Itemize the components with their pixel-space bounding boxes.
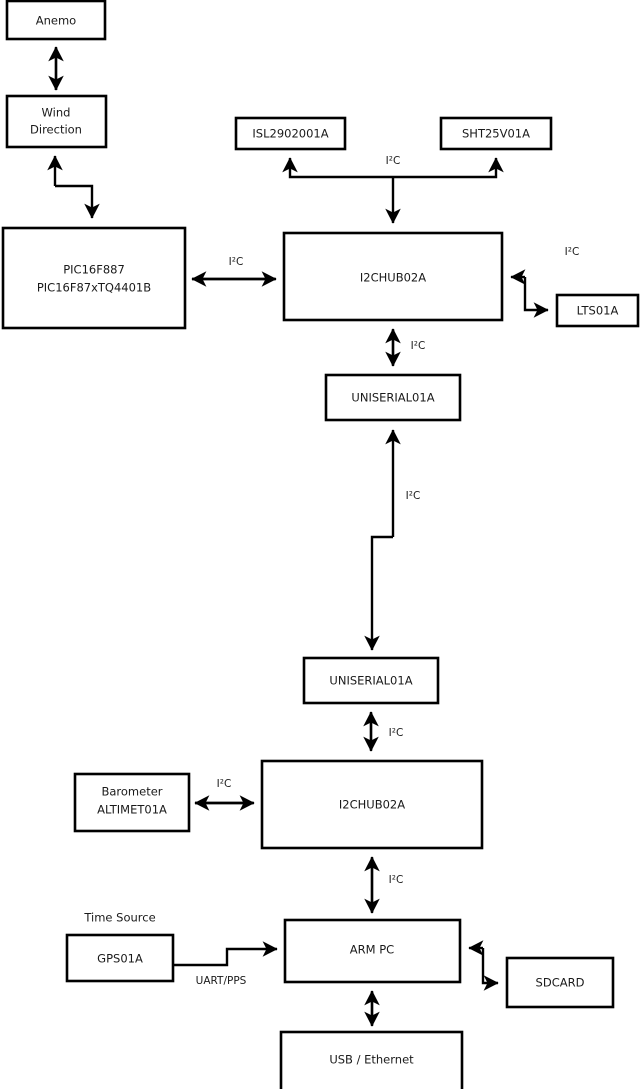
- edge-pic-wind-direction: [47, 155, 100, 219]
- block-i2chub02a-top-box[interactable]: [282, 231, 504, 322]
- block-uniserial01a-top[interactable]: UNISERIAL01A: [324, 373, 462, 422]
- block-lts01a-label: LTS01A: [577, 304, 619, 318]
- block-gps01a[interactable]: GPS01A: [65, 933, 175, 983]
- block-uniserial01a-bottom-label: UNISERIAL01A: [329, 674, 412, 688]
- label-time-source: Time Source: [83, 911, 155, 925]
- block-gps01a-box[interactable]: [65, 933, 175, 983]
- edge-arrow-to-isl: [282, 157, 393, 179]
- block-arm-pc[interactable]: ARM PC: [283, 918, 462, 984]
- edge-label-hub-to-lts: I²C: [565, 246, 580, 258]
- edge-barometer-hub-bottom: I²C: [194, 778, 255, 811]
- block-sdcard-box[interactable]: [505, 956, 615, 1009]
- edge-arrow-to-pic: [55, 184, 100, 219]
- edge-arrow-to-sdcard: [481, 948, 499, 991]
- edge-armpc-sdcard: [468, 940, 499, 991]
- block-wind-direction[interactable]: Wind Direction: [5, 94, 108, 149]
- edge-label-hub-to-armpc: I²C: [389, 874, 404, 886]
- block-usb-ethernet-box[interactable]: [279, 1030, 464, 1089]
- block-i2chub02a-top[interactable]: I2CHUB02A: [282, 231, 504, 322]
- edge-label-pic-to-hub: I²C: [229, 256, 244, 268]
- block-barometer[interactable]: Barometer ALTIMET01A: [73, 772, 191, 833]
- block-anemo-box[interactable]: [5, 0, 107, 41]
- block-anemo-label: Anemo: [36, 14, 76, 28]
- block-uniserial01a-top-label: UNISERIAL01A: [351, 391, 434, 405]
- block-wind-direction-label-line1: Wind: [42, 106, 71, 120]
- block-pic[interactable]: PIC16F887 PIC16F87xTQ4401B: [1, 226, 187, 330]
- edge-uniserial-bottom-hub-bottom: I²C: [363, 711, 404, 752]
- edge-label-uniserial-to-hub-bottom: I²C: [389, 727, 404, 739]
- edge-uniserial-link: I²C: [364, 429, 421, 651]
- block-lts01a-box[interactable]: [555, 293, 640, 328]
- edge-pic-hub-top: I²C: [191, 256, 277, 287]
- block-pic-label-line2: PIC16F87xTQ4401B: [37, 281, 151, 295]
- block-uniserial01a-bottom[interactable]: UNISERIAL01A: [302, 656, 440, 705]
- block-usb-ethernet[interactable]: USB / Ethernet: [279, 1030, 464, 1089]
- edge-label-uniserial-link: I²C: [406, 490, 421, 502]
- block-uniserial01a-bottom-box[interactable]: [302, 656, 440, 705]
- block-anemo[interactable]: Anemo: [5, 0, 107, 41]
- block-lts01a[interactable]: LTS01A: [555, 293, 640, 328]
- edge-label-hub-to-uniserial: I²C: [411, 340, 426, 352]
- block-wind-direction-box[interactable]: [5, 94, 108, 149]
- block-i2chub02a-bottom-label: I2CHUB02A: [339, 798, 405, 812]
- block-barometer-label-line2: ALTIMET01A: [97, 803, 167, 817]
- edge-label-gps-to-armpc: UART/PPS: [196, 975, 247, 987]
- block-i2chub02a-top-label: I2CHUB02A: [360, 271, 426, 285]
- edge-arrow-to-uniserial-bottom: [364, 535, 393, 651]
- edge-hub-bottom-armpc: I²C: [364, 856, 404, 914]
- block-sht25v01a-label: SHT25V01A: [462, 127, 530, 141]
- edge-gps-armpc: UART/PPS: [173, 941, 278, 987]
- edge-label-barometer-to-hub: I²C: [217, 778, 232, 790]
- edge-arrow-to-sht: [393, 157, 504, 179]
- block-pic-box[interactable]: [1, 226, 187, 330]
- edge-arrow-to-armpc: [173, 941, 278, 967]
- block-usb-ethernet-label: USB / Ethernet: [329, 1053, 414, 1067]
- block-uniserial01a-top-box[interactable]: [324, 373, 462, 422]
- edge-arrow-to-lts01a: [523, 277, 549, 318]
- block-sdcard-label: SDCARD: [536, 976, 585, 990]
- block-isl2902001a[interactable]: ISL2902001A: [234, 116, 347, 151]
- block-i2chub02a-bottom-box[interactable]: [260, 759, 484, 850]
- block-barometer-label-line1: Barometer: [101, 785, 162, 799]
- block-barometer-box[interactable]: [73, 772, 191, 833]
- block-sht25v01a[interactable]: SHT25V01A: [439, 116, 553, 151]
- block-pic-label-line1: PIC16F887: [63, 263, 125, 277]
- block-arm-pc-box[interactable]: [283, 918, 462, 984]
- block-i2chub02a-bottom[interactable]: I2CHUB02A: [260, 759, 484, 850]
- edge-hub-top-uniserial-top: I²C: [385, 328, 426, 367]
- block-sdcard[interactable]: SDCARD: [505, 956, 615, 1009]
- block-gps01a-label: GPS01A: [97, 952, 143, 966]
- edge-hub-top-lts01a: I²C: [510, 246, 580, 318]
- block-sht25v01a-box[interactable]: [439, 116, 553, 151]
- block-isl2902001a-label: ISL2902001A: [252, 127, 328, 141]
- block-arm-pc-label: ARM PC: [350, 943, 394, 957]
- block-isl2902001a-box[interactable]: [234, 116, 347, 151]
- block-wind-direction-label-line2: Direction: [30, 123, 82, 137]
- edge-hub-top-sensors: I²C: [282, 155, 504, 224]
- edge-label-sensors-to-hub: I²C: [386, 155, 401, 167]
